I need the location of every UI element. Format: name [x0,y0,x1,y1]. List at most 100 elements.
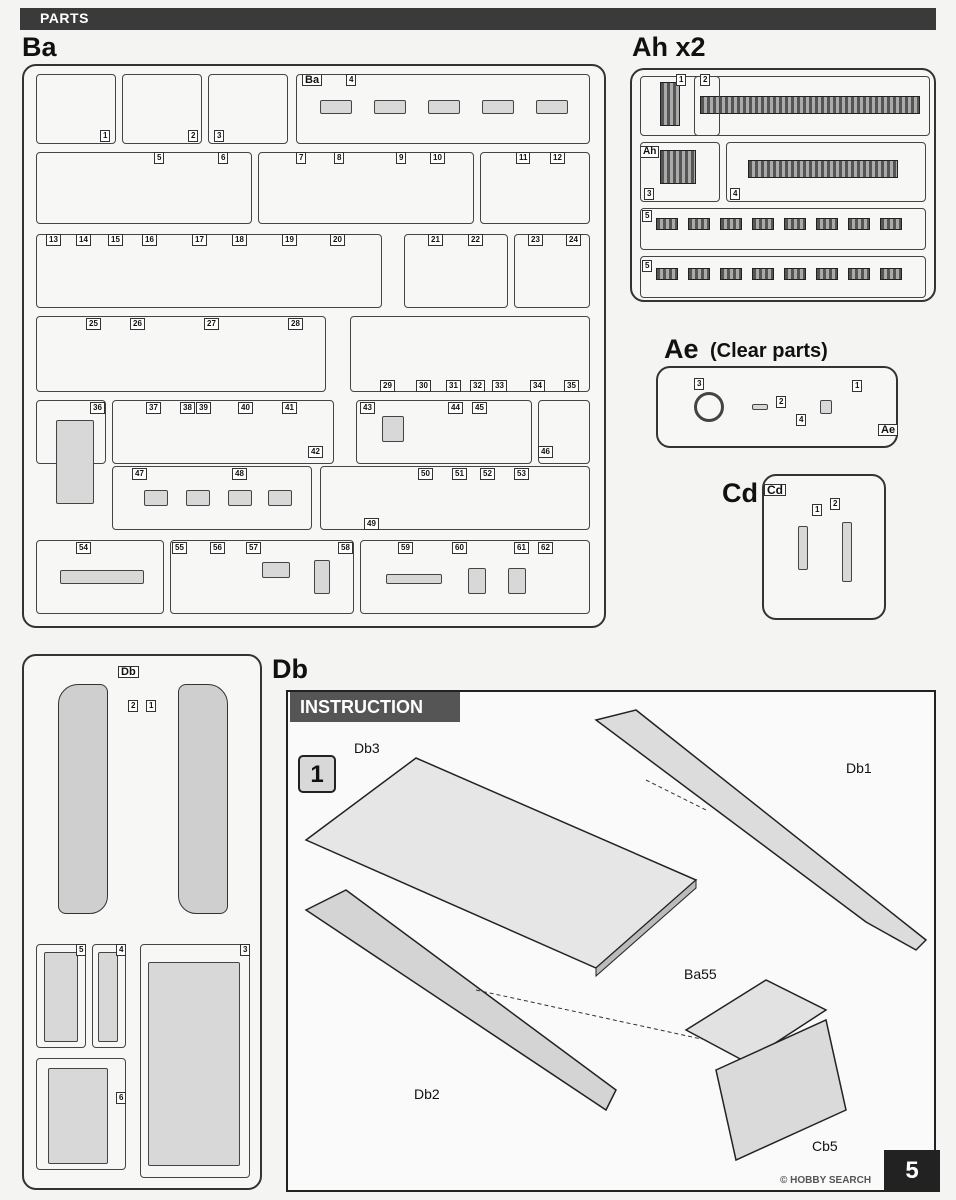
track-part [748,160,898,178]
track-part [660,150,696,184]
part-number: 8 [334,152,345,164]
part-number: 16 [142,234,157,246]
sprue-part [314,560,330,594]
track-link-part [880,218,902,230]
track-link-part [880,268,902,280]
part-number: 3 [240,944,251,956]
part-number: 2 [830,498,841,510]
part-number: 7 [296,152,307,164]
part-cell [480,152,590,224]
hull-panel-part [44,952,78,1042]
part-number: 42 [308,446,323,458]
clear-part-ring [694,392,724,422]
part-number: 4 [346,74,357,86]
sprue-ae-title: Ae [664,334,699,364]
track-link-part [720,218,742,230]
part-cell [36,540,164,614]
step-number: 1 [298,755,336,793]
part-cell [640,256,926,298]
part-number: 30 [416,380,431,392]
hull-side-right [594,709,928,951]
track-link-part [816,268,838,280]
part-number: 24 [566,234,581,246]
part-cell [640,208,926,250]
part-cell [112,400,334,464]
track-link-part [752,218,774,230]
part-number: 62 [538,542,553,554]
part-number: 58 [338,542,353,554]
part-number: 25 [86,318,101,330]
sprue-part [262,562,290,578]
part-number: 32 [470,380,485,392]
part-number: 2 [128,700,139,712]
sprue-part [56,420,94,504]
part-number: 33 [492,380,507,392]
sprue-part [320,100,352,114]
part-number: 5 [76,944,87,956]
part-number: 55 [172,542,187,554]
part-number: 3 [644,188,655,200]
part-number: 49 [364,518,379,530]
hull-panel-part [48,1068,108,1164]
track-link-part [656,268,678,280]
part-cell [514,234,590,308]
callout-ba55: Ba55 [684,966,717,982]
part-number: 5 [642,210,653,222]
sprue-ba-frame [22,64,606,628]
part-number: 48 [232,468,247,480]
instruction-tab: INSTRUCTION [290,692,460,722]
track-link-part [752,268,774,280]
sprue-part [536,100,568,114]
clear-part [820,400,832,414]
sprue-db-badge: Db [118,666,139,678]
part-number: 12 [550,152,565,164]
track-link-part [848,268,870,280]
part-number: 10 [430,152,445,164]
part-cell [360,540,590,614]
sprue-ae-subtitle: (Clear parts) [710,340,828,362]
part-number: 15 [108,234,123,246]
part-number: 17 [192,234,207,246]
part-cell [538,400,590,464]
part-number: 29 [380,380,395,392]
part-number: 1 [100,130,111,142]
part-number: 13 [46,234,61,246]
part-number: 22 [468,234,483,246]
part-number: 56 [210,542,225,554]
hull-top-edge [595,878,697,978]
clear-part [798,526,808,570]
part-number: 1 [852,380,863,392]
part-number: 1 [812,504,823,516]
page-number: 5 [884,1150,940,1192]
track-link-part [784,218,806,230]
callout-cb5: Cb5 [812,1138,838,1154]
track-link-part [816,218,838,230]
part-cell [726,142,926,202]
part-number: 53 [514,468,529,480]
part-number: 39 [196,402,211,414]
part-number: 43 [360,402,375,414]
assembly-diagram [304,709,928,1162]
part-number: 4 [796,414,807,426]
part-cell [36,944,86,1048]
track-link-part [720,268,742,280]
part-cell [208,74,288,144]
hull-side-part [178,684,228,914]
sprue-ae-badge: Ae [878,424,899,436]
sprue-ba-title: Ba [22,32,57,62]
sprue-ah-title: Ah x2 [632,32,706,62]
hull-floor-part [148,962,240,1166]
part-number: 35 [564,380,579,392]
part-cell [36,74,116,144]
part-number: 28 [288,318,303,330]
part-number: 5 [154,152,165,164]
sprue-part [468,568,486,594]
sprue-part [374,100,406,114]
part-cell [36,152,252,224]
part-cell [258,152,474,224]
part-cell [640,142,720,202]
part-number: 23 [528,234,543,246]
part-number: 40 [238,402,253,414]
part-number: 2 [700,74,711,86]
sprue-part [428,100,460,114]
